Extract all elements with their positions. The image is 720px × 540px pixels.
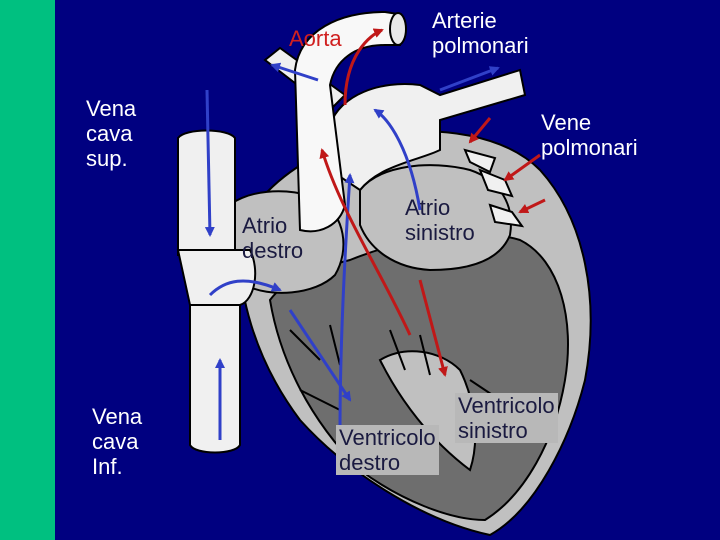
red-arrow-pulmonary-vein-2 bbox=[503, 153, 541, 182]
blue-arrow-atrium-in bbox=[208, 279, 282, 297]
aorta bbox=[293, 10, 402, 233]
label-atrio-sinistro: Atrio sinistro bbox=[405, 195, 475, 245]
red-arrow-aortic-arch bbox=[343, 28, 384, 106]
label-vena-cava-sup: Vena cava sup. bbox=[86, 96, 137, 171]
valves bbox=[289, 324, 501, 411]
red-arrow-atrium-to-ventricle bbox=[418, 279, 448, 377]
red-arrow-pulmonary-vein-3 bbox=[518, 198, 546, 214]
pulmonary-vein-3 bbox=[488, 203, 525, 228]
blue-arrow-right-pulmonary bbox=[270, 62, 319, 82]
label-aorta: Aorta bbox=[289, 26, 342, 51]
inferior-vena-cava bbox=[189, 299, 241, 454]
label-ventricolo-destro: Ventricolo destro bbox=[336, 425, 439, 475]
blue-arrow-svc-down bbox=[204, 89, 215, 237]
left-color-strip bbox=[0, 0, 55, 540]
label-atrio-destro: Atrio destro bbox=[242, 213, 304, 263]
red-arrow-left-ventricle-up bbox=[319, 148, 412, 336]
left-atrium bbox=[359, 164, 512, 272]
label-vena-cava-inf: Vena cava Inf. bbox=[92, 404, 143, 479]
label-ventricolo-sinistro: Ventricolo sinistro bbox=[455, 393, 558, 443]
label-arterie-polmonari: Arterie polmonari bbox=[432, 8, 529, 58]
red-arrow-pulmonary-vein-1 bbox=[468, 117, 492, 144]
blue-arrow-left-pulmonary bbox=[439, 66, 500, 92]
superior-vena-cava bbox=[177, 129, 236, 256]
pulmonary-vein-1 bbox=[463, 148, 497, 174]
blue-arrow-into-pulmonary bbox=[373, 108, 422, 211]
aorta-opening bbox=[389, 12, 407, 46]
blue-arrow-ventricle-up bbox=[338, 173, 355, 431]
pulmonary-vein-2 bbox=[478, 168, 514, 198]
pulmonary-trunk bbox=[329, 68, 527, 192]
label-vene-polmonari: Vene polmonari bbox=[541, 110, 638, 160]
caval-junction bbox=[176, 249, 257, 306]
